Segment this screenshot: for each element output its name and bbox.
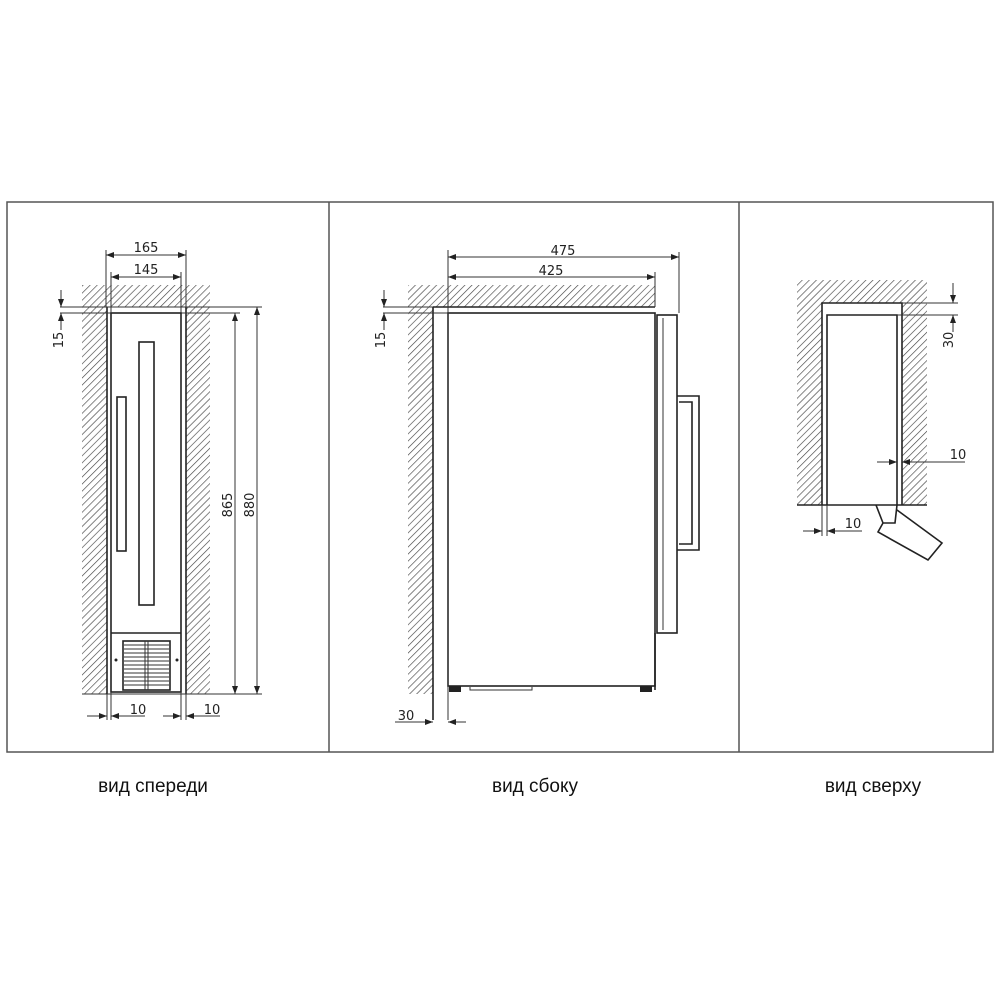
glass-panel [138,341,155,606]
appliance-body [447,312,656,687]
top-view: 30 10 10 вид сверху [797,280,966,797]
dim-back-gap: 30 [942,332,957,349]
niche-hatch [797,280,927,505]
dim-niche-height: 880 [243,493,258,518]
dim-depth-body: 425 [539,264,564,279]
appliance-door [656,314,678,634]
dim-back-gap: 30 [398,709,415,724]
dim-side-gap-right: 10 [950,448,967,463]
side-view: 475 425 15 30 вид сбоку [374,244,700,797]
caption-top-view: вид сверху [825,776,922,797]
dim-side-gap-right: 10 [204,703,221,718]
door-handle [677,395,700,551]
dim-top-gap: 15 [374,332,389,349]
caption-front-view: вид спереди [98,776,208,797]
vent-grille [114,640,179,691]
niche-hatch [82,285,210,694]
dim-unit-height: 865 [221,493,236,518]
niche-hatch [408,285,655,694]
door-handle [116,396,127,552]
dim-outer-width: 165 [134,241,159,256]
door-swing [875,504,944,562]
dim-depth-total: 475 [551,244,576,259]
dim-side-gap-left: 10 [130,703,147,718]
dim-top-gap: 15 [52,332,67,349]
dim-side-gap-left: 10 [845,517,862,532]
panel-frames [6,201,994,753]
dim-inner-width: 145 [134,263,159,278]
appliance-front [110,312,182,693]
foot [640,686,652,692]
front-view: 165 145 15 865 880 10 10 вид спереди [52,241,262,797]
caption-side-view: вид сбоку [492,776,579,797]
foot [449,686,461,692]
appliance-top [826,314,898,505]
